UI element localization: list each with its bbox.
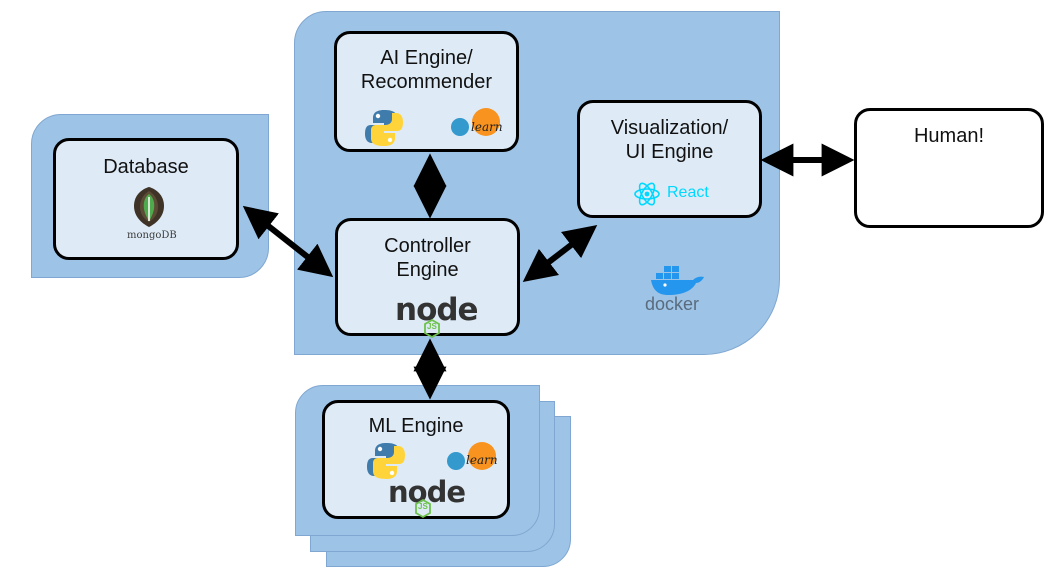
scikit-learn-icon [451, 108, 500, 136]
ml-engine-label: ML Engine [368, 415, 464, 437]
database-label: Database [103, 156, 189, 178]
ai-engine-learn-text: learn [471, 120, 503, 134]
react-logo-text: React [667, 184, 709, 201]
react-icon [634, 182, 660, 206]
ml-nodejs-sub-logo-text: JS [418, 502, 428, 511]
ml-nodejs-icon [415, 499, 431, 519]
python-icon [365, 110, 403, 146]
ml-engine-learn-text: learn [466, 453, 498, 467]
visualization-engine-node: Visualization/ UI Engine React [577, 100, 762, 218]
ai-engine-node: AI Engine/ Recommender learn [334, 31, 519, 152]
ai-engine-label: AI Engine/ Recommender [360, 47, 493, 94]
ml-scikit-learn-icon [447, 442, 496, 470]
mongodb-icon [134, 187, 164, 227]
docker-icon [651, 266, 704, 295]
controller-engine-label: Controller Engine [384, 235, 471, 282]
ml-python-icon [367, 443, 405, 479]
nodejs-icon [424, 319, 440, 339]
docker-label: docker [645, 294, 700, 314]
ml-engine-node: ML Engine learn node JS [322, 400, 510, 519]
human-label: Human! [913, 125, 985, 147]
database-node: Database mongoDB [53, 138, 239, 260]
visualization-engine-label: Visualization/ UI Engine [610, 117, 729, 164]
ml-nodejs-logo-text: node [388, 475, 466, 509]
mongodb-logo-text: mongoDB [127, 230, 177, 241]
human-node: Human! [854, 108, 1044, 228]
controller-engine-node: Controller Engine node JS [335, 218, 520, 339]
nodejs-sub-logo-text: JS [427, 322, 437, 331]
